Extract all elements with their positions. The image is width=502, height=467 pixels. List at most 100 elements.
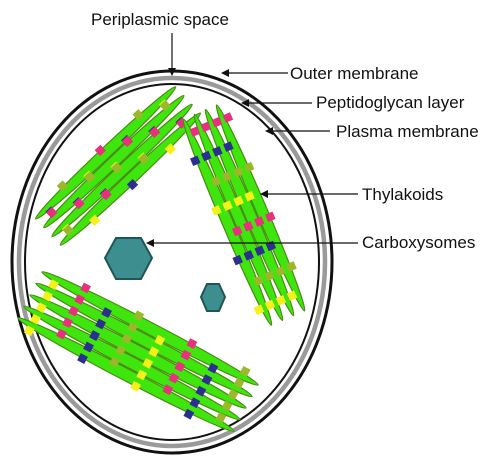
thylakoid-membrane <box>193 113 284 321</box>
protein-square-icon <box>154 334 166 346</box>
protein-square-icon <box>211 205 222 216</box>
protein-square-icon <box>162 384 174 396</box>
protein-square-icon <box>174 361 186 373</box>
protein-square-icon <box>132 109 144 121</box>
protein-square-icon <box>221 400 233 412</box>
protein-square-icon <box>168 372 180 384</box>
protein-square-icon <box>121 135 134 147</box>
protein-square-icon <box>80 282 91 294</box>
protein-square-icon <box>115 344 127 356</box>
protein-square-icon <box>56 180 69 192</box>
thylakoid-membrane <box>29 294 247 409</box>
protein-square-icon <box>126 178 139 191</box>
protein-square-icon <box>244 191 255 202</box>
protein-square-icon <box>100 188 112 201</box>
protein-square-icon <box>48 279 59 291</box>
protein-square-icon <box>111 162 123 174</box>
protein-square-icon <box>275 265 286 277</box>
protein-square-icon <box>254 216 265 227</box>
protein-square-icon <box>83 341 94 353</box>
thylakoid-stack-right <box>182 104 306 326</box>
protein-square-icon <box>207 362 219 374</box>
protein-square-icon <box>127 321 139 333</box>
protein-square-icon <box>232 166 244 178</box>
protein-square-icon <box>190 155 201 167</box>
arrowhead-carboxysomes <box>146 239 154 247</box>
label-thylakoids: Thylakoids <box>362 185 443 204</box>
leader-lines <box>151 33 358 244</box>
thylakoid-membrane <box>43 94 185 229</box>
thylakoid-stack-upper-left <box>34 86 202 246</box>
protein-square-icon <box>29 313 41 325</box>
protein-square-icon <box>89 330 100 341</box>
thylakoid-membrane <box>215 104 306 312</box>
thylakoid-membrane <box>182 118 273 326</box>
label-peptidoglycan-layer: Peptidoglycan layer <box>316 93 465 112</box>
protein-square-icon <box>42 290 53 302</box>
protein-square-icon <box>189 126 201 137</box>
protein-square-icon <box>231 225 243 237</box>
protein-square-icon <box>23 325 35 337</box>
label-plasma-membrane: Plasma membrane <box>336 122 479 141</box>
label-outer-membrane: Outer membrane <box>290 64 419 83</box>
protein-square-icon <box>95 318 106 330</box>
protein-square-icon <box>68 305 79 317</box>
protein-square-icon <box>212 146 223 157</box>
protein-square-icon <box>56 328 67 340</box>
protein-square-icon <box>159 99 171 112</box>
protein-square-icon <box>253 304 265 316</box>
protein-square-icon <box>83 171 96 183</box>
protein-square-icon <box>136 369 148 381</box>
protein-square-icon <box>73 197 85 210</box>
protein-square-icon <box>215 412 227 423</box>
protein-square-icon <box>35 302 47 314</box>
protein-square-icon <box>232 254 243 266</box>
protein-square-icon <box>189 397 201 409</box>
protein-square-icon <box>121 333 133 345</box>
protein-square-icon <box>186 338 198 349</box>
protein-square-icon <box>195 385 207 397</box>
arrowhead-thylakoids <box>260 190 268 198</box>
protein-square-icon <box>233 195 244 207</box>
protein-square-icon <box>94 144 106 157</box>
protein-square-icon <box>243 220 254 232</box>
protein-square-icon <box>210 176 222 187</box>
arrowhead-peptidoglycan <box>241 99 249 107</box>
protein-square-icon <box>286 261 297 272</box>
protein-square-icon <box>133 310 145 322</box>
carboxysome-large <box>103 237 154 280</box>
protein-square-icon <box>223 141 234 152</box>
protein-square-icon <box>233 377 245 389</box>
protein-square-icon <box>180 349 192 361</box>
protein-square-icon <box>46 207 58 219</box>
protein-square-icon <box>201 150 212 162</box>
protein-square-icon <box>62 317 73 328</box>
carboxysome-small <box>199 283 227 312</box>
protein-square-icon <box>222 112 234 123</box>
label-carboxysomes: Carboxysomes <box>362 233 475 252</box>
protein-square-icon <box>275 295 287 306</box>
protein-square-icon <box>74 294 85 305</box>
protein-square-icon <box>148 346 160 358</box>
protein-square-icon <box>62 224 74 236</box>
arrowhead-outer-membrane <box>221 69 229 77</box>
thylakoid-membrane <box>204 109 295 317</box>
arrowhead-plasma-membrane <box>265 127 273 135</box>
protein-square-icon <box>243 250 254 261</box>
protein-square-icon <box>138 153 150 165</box>
thylakoid-membrane <box>23 305 241 421</box>
protein-square-icon <box>89 214 101 226</box>
protein-square-icon <box>201 374 213 386</box>
protein-square-icon <box>77 353 88 364</box>
plasma-membrane <box>24 83 320 441</box>
protein-square-icon <box>183 408 195 420</box>
protein-square-icon <box>227 389 239 400</box>
protein-square-icon <box>101 307 113 318</box>
arrowhead-periplasmic <box>168 68 176 76</box>
protein-square-icon <box>148 126 161 138</box>
thylakoid-stack-bottom <box>17 271 259 432</box>
protein-square-icon <box>130 380 142 392</box>
protein-square-icon <box>164 143 177 155</box>
protein-square-icon <box>109 356 121 368</box>
